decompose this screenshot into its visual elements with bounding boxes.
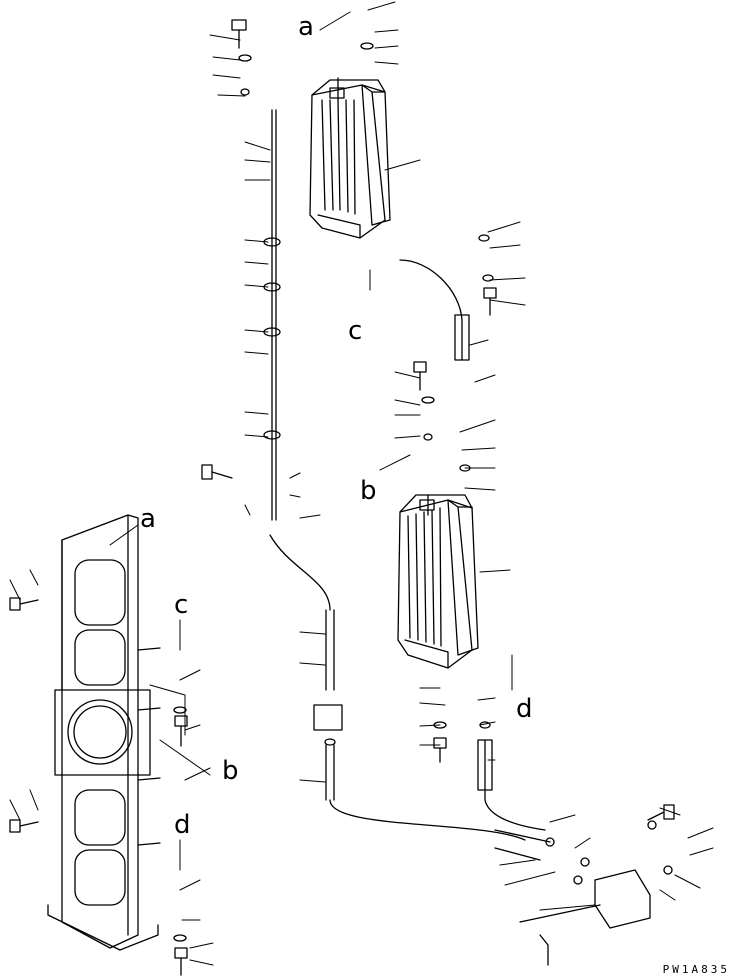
drawing-code: PW1A835 [662, 963, 730, 976]
lower-cooler [397, 494, 479, 669]
upper-hose [399, 259, 463, 361]
tube-assembly [269, 109, 526, 841]
lower-hoses [477, 739, 551, 861]
callout-arrows [109, 11, 513, 871]
valve-block [594, 869, 651, 929]
washers [173, 42, 673, 942]
leader-lines [9, 1, 714, 966]
ref-label-c-cooler: c [348, 316, 363, 346]
ref-label-d-frame: d [174, 810, 191, 840]
hose-fitting [454, 314, 470, 361]
mount-bracket [519, 904, 601, 966]
ref-label-a-top: a [298, 12, 314, 42]
upper-cooler [309, 77, 391, 239]
ref-label-d-cooler: d [516, 694, 533, 724]
ref-label-b-cooler: b [360, 476, 377, 506]
bracket-frame [47, 514, 161, 951]
bolts [9, 19, 675, 976]
ref-label-b-frame: b [222, 756, 239, 786]
ref-label-a-frame: a [140, 504, 156, 534]
ref-label-c-frame: c [174, 590, 189, 620]
